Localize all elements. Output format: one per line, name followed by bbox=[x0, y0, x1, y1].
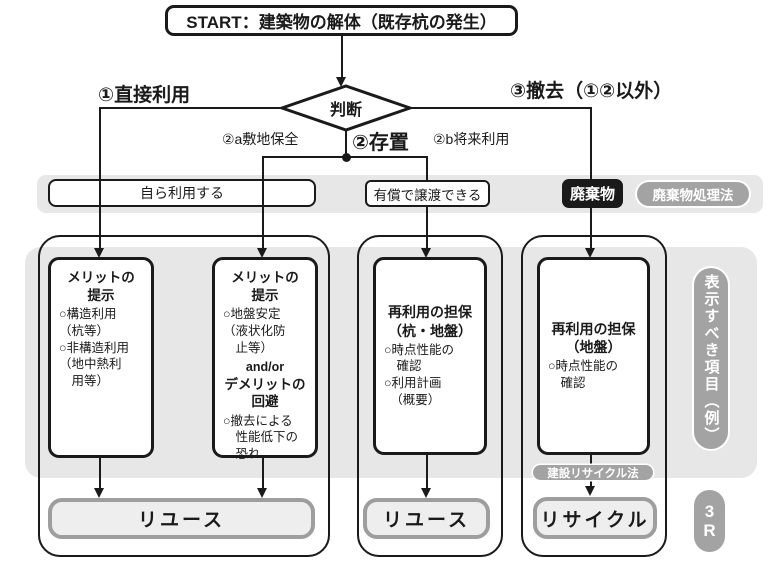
three-r-label: 3R bbox=[700, 502, 719, 540]
connector-branch2a-vertical bbox=[262, 156, 264, 251]
column-container-removal bbox=[521, 235, 667, 557]
self-use-node: 自ら利用する bbox=[48, 179, 316, 207]
branch-label-retention: ②存置 bbox=[352, 132, 409, 154]
connector-box2-bar bbox=[262, 458, 264, 490]
display-items-pill: 表示すべき項目（例） bbox=[694, 268, 728, 449]
paid-transfer-label: 有償で譲渡できる bbox=[373, 187, 482, 203]
reuse-bar-2: リユース bbox=[363, 498, 490, 539]
reuse-guarantee-box-pile-ground: 再利用の担保 （杭・地盤） ○時点性能の 確認 ○利用計画 （概要） bbox=[373, 257, 487, 455]
connector-branch1-horizontal bbox=[100, 107, 282, 109]
column-container-retention bbox=[357, 235, 503, 557]
column-container-direct-use bbox=[38, 235, 330, 557]
display-items-label: 表示すべき項目（例） bbox=[702, 273, 720, 444]
waste-label: 廃棄物 bbox=[569, 186, 615, 203]
waste-node: 廃棄物 bbox=[562, 179, 623, 208]
branch-label-site-preservation: ②a敷地保全 bbox=[222, 131, 299, 147]
start-label: START：建築物の解体（既存杭の発生） bbox=[186, 13, 497, 32]
box2-body: ○地盤安定 （液状化防 止等） bbox=[223, 307, 286, 355]
construction-recycle-law-pill: 建設リサイクル法 bbox=[533, 465, 653, 480]
box3-body: ○時点性能の 確認 ○利用計画 （概要） bbox=[384, 342, 455, 407]
arrow-down-icon bbox=[421, 488, 431, 498]
connector-box1-bar bbox=[99, 458, 101, 490]
arrow-down-icon bbox=[336, 77, 346, 87]
branch-label-future-use: ②b将来利用 bbox=[433, 131, 510, 147]
paid-transfer-node: 有償で譲渡できる bbox=[365, 180, 490, 207]
arrow-down-icon bbox=[94, 488, 104, 498]
junction-dot bbox=[342, 153, 351, 162]
three-r-pill: 3R bbox=[694, 490, 725, 552]
box1-title: メリットの 提示 bbox=[67, 270, 135, 303]
connector-decision-junction bbox=[345, 131, 347, 158]
connector-branch1-vertical bbox=[99, 107, 101, 251]
arrow-down-icon bbox=[257, 248, 267, 258]
decision-label: 判断 bbox=[329, 102, 362, 119]
reuse-guarantee-box-ground: 再利用の担保 （地盤） ○時点性能の 確認 bbox=[537, 257, 650, 455]
box2-title: メリットの 提示 bbox=[231, 270, 299, 303]
box2-title2: デメリットの 回避 bbox=[224, 376, 306, 410]
connector-box3-bar bbox=[426, 455, 428, 490]
decision-diamond bbox=[280, 84, 412, 132]
arrow-down-icon bbox=[585, 248, 595, 258]
recycle-bar: リサイクル bbox=[533, 497, 657, 539]
arrow-down-icon bbox=[585, 486, 595, 496]
box2-andor: and/or bbox=[245, 360, 285, 375]
box3-title: 再利用の担保 （杭・地盤） bbox=[388, 304, 472, 339]
branch-label-removal: ③撤去（①②以外） bbox=[510, 81, 673, 102]
box2-body2: ○撤去による 性能低下の 恐れ bbox=[223, 413, 299, 462]
start-node: START：建築物の解体（既存杭の発生） bbox=[165, 5, 518, 36]
arrow-down-icon bbox=[257, 488, 267, 498]
waste-law-pill: 廃棄物処理法 bbox=[637, 182, 749, 206]
box1-body: ○構造利用 （杭等） ○非構造利用 （地中熱利 用等） bbox=[59, 307, 130, 389]
arrow-down-icon bbox=[421, 248, 431, 258]
arrow-down-icon bbox=[94, 248, 104, 258]
connector-start-decision bbox=[341, 36, 343, 78]
self-use-label: 自ら利用する bbox=[140, 185, 224, 201]
branch-label-direct-use: ①直接利用 bbox=[98, 85, 191, 106]
connector-branch3-horizontal bbox=[410, 107, 592, 109]
merit-box-direct-use: メリットの 提示 ○構造利用 （杭等） ○非構造利用 （地中熱利 用等） bbox=[48, 257, 154, 458]
box4-body: ○時点性能の 確認 bbox=[548, 359, 619, 391]
reuse-bar-1: リユース bbox=[48, 498, 315, 539]
box4-title: 再利用の担保 （地盤） bbox=[551, 321, 636, 356]
merit-demerit-box-retention: メリットの 提示 ○地盤安定 （液状化防 止等） and/or デメリットの 回… bbox=[212, 257, 318, 461]
